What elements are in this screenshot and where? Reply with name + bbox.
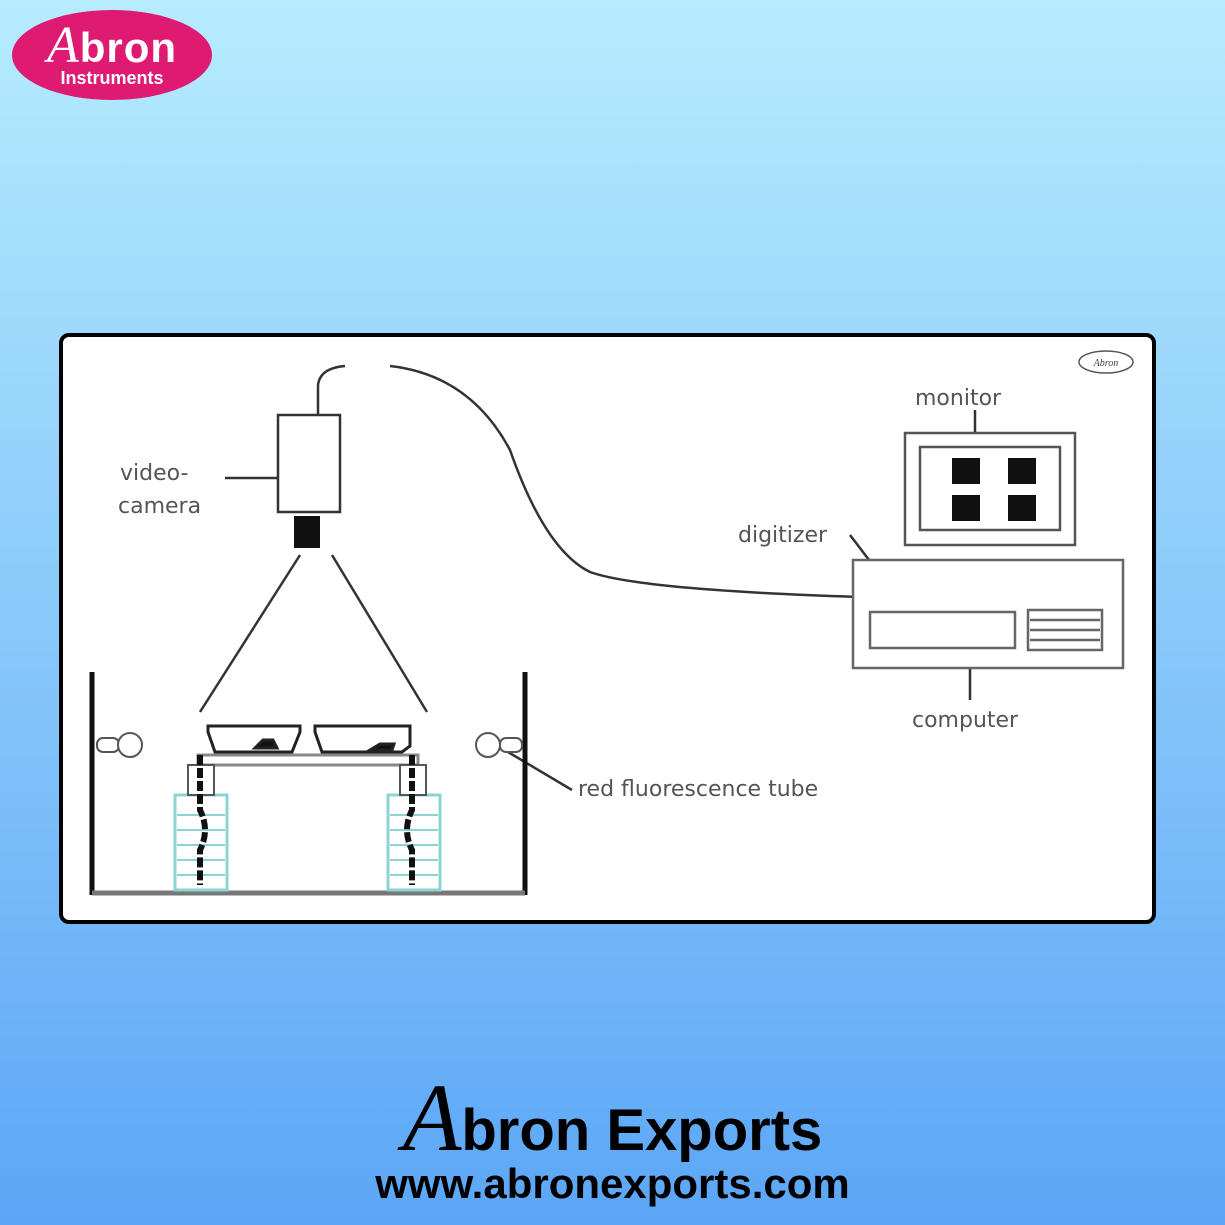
label-monitor: monitor <box>915 386 1002 411</box>
monitor <box>903 431 1077 547</box>
footer-brand: Abron Exports <box>402 1064 823 1171</box>
fluorescence-lamps <box>96 732 523 758</box>
watermark-logo: Abron <box>1078 350 1134 374</box>
label-camera: camera <box>118 494 201 519</box>
label-red-fluorescence-tube: red fluorescence tube <box>578 777 818 802</box>
logo-subtitle: Instruments <box>60 68 164 88</box>
label-video: video- <box>120 461 188 486</box>
label-computer: computer <box>912 708 1019 733</box>
abron-instruments-logo: Abron Instruments <box>12 10 212 100</box>
view-cone-right <box>330 554 429 713</box>
footer-website: www.abronexports.com <box>375 1160 850 1207</box>
logo-title: Abron <box>46 17 178 74</box>
camera-cable-start <box>316 364 346 415</box>
tube-pointer-line <box>507 750 573 792</box>
video-camera-body <box>276 413 342 514</box>
water-bottles <box>173 755 442 892</box>
camera-cable <box>389 364 1045 599</box>
computer <box>851 558 1125 670</box>
svg-text:Abron: Abron <box>1093 358 1119 369</box>
tank <box>89 672 528 896</box>
camera-lens <box>294 516 320 548</box>
view-cone-left <box>198 554 302 713</box>
label-digitizer: digitizer <box>738 523 828 548</box>
platform-with-dishes <box>196 724 420 767</box>
